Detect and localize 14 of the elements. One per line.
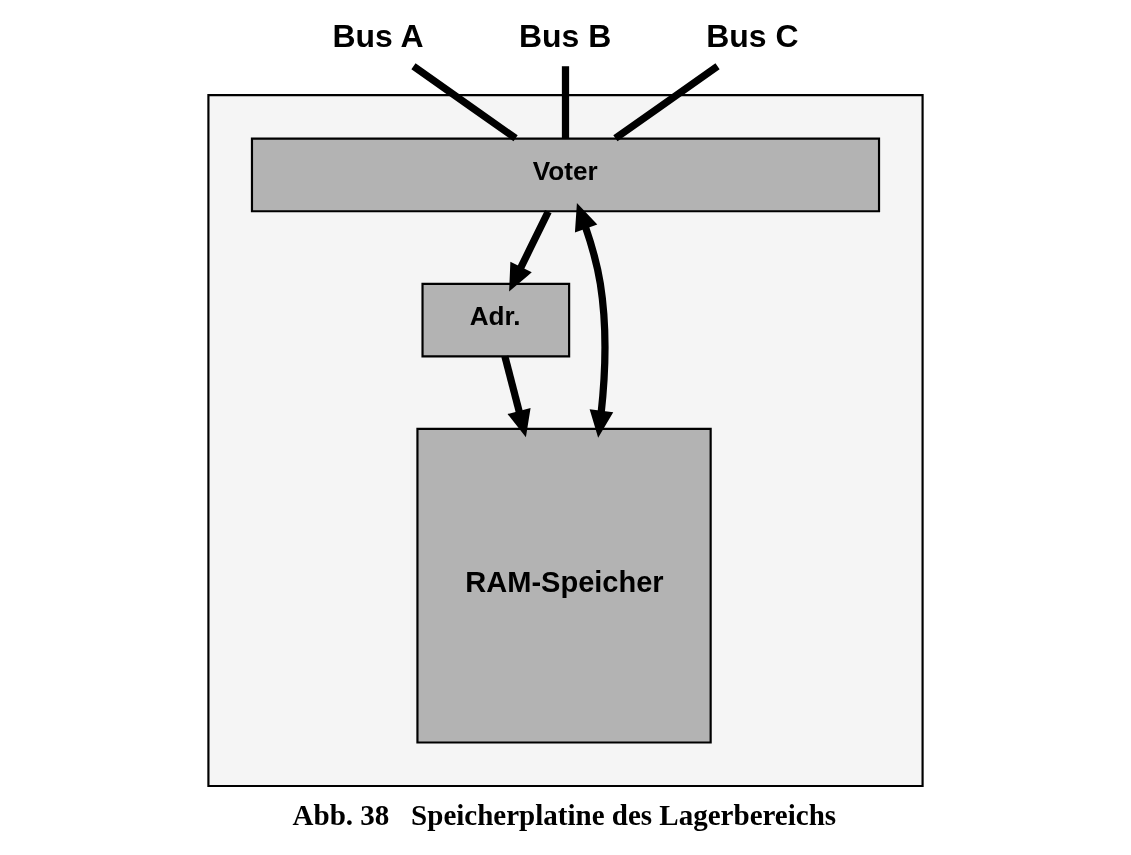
node-text: Bus B	[519, 17, 612, 54]
node-box: Voter	[250, 137, 881, 213]
node-text: Bus C	[706, 17, 799, 54]
node-box: Adr.	[421, 282, 571, 358]
connector	[561, 66, 570, 139]
arrow	[509, 209, 552, 292]
connector	[411, 63, 518, 142]
cluster	[207, 94, 924, 788]
arrow	[574, 202, 614, 438]
connector	[613, 63, 720, 142]
arrow	[501, 355, 531, 438]
node-box: RAM-Speicher	[416, 427, 712, 744]
node-text: Bus A	[332, 17, 424, 54]
caption: Abb. 38 Speicherplatine des Lagerbereichs	[292, 799, 837, 832]
